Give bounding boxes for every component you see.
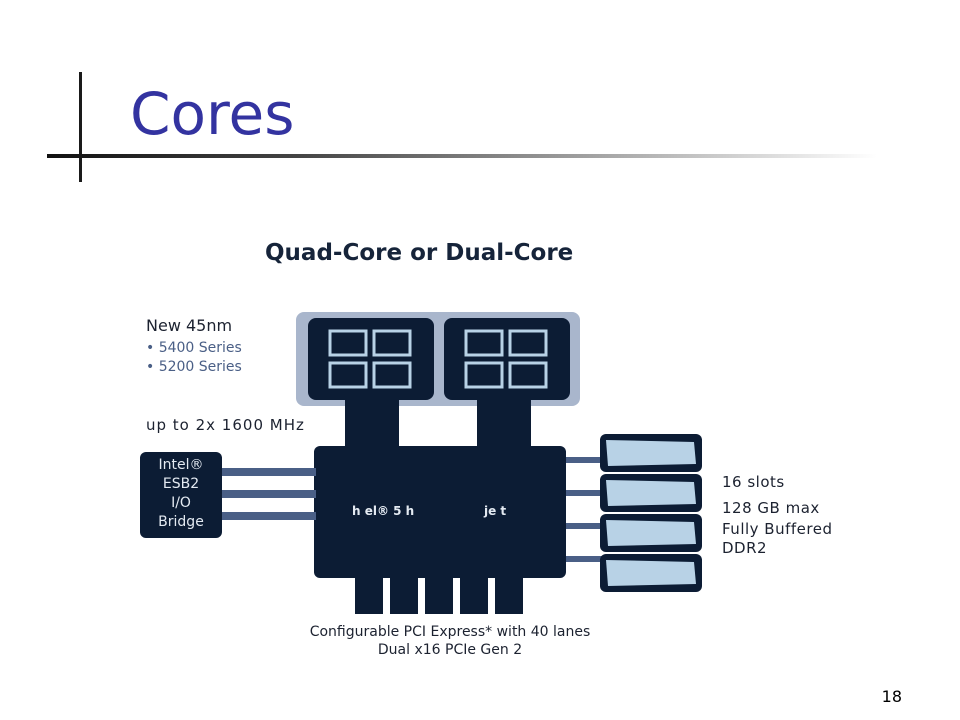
processor-label: New 45nm xyxy=(146,316,233,335)
pci-lane xyxy=(425,578,453,614)
cpu-1 xyxy=(308,318,434,400)
memory-link xyxy=(566,523,602,529)
slide-title: Cores xyxy=(130,80,295,148)
memory-link xyxy=(566,490,602,496)
pci-lane xyxy=(495,578,523,614)
pci-lane xyxy=(355,578,383,614)
memory-link xyxy=(566,556,602,562)
memory-type-label: DDR2 xyxy=(722,539,768,557)
bridge-link xyxy=(222,490,316,498)
fsb-link-1 xyxy=(345,400,399,450)
title-horizontal-rule xyxy=(47,154,877,158)
io-bridge: Intel® ESB2 I/O Bridge xyxy=(140,452,222,538)
core xyxy=(464,329,504,357)
memory-max-label: 128 GB max xyxy=(722,499,820,517)
title-vertical-rule xyxy=(79,72,82,182)
chipset-label-left: h el® 5 h xyxy=(352,504,415,518)
pci-lane xyxy=(460,578,488,614)
io-bridge-line: Bridge xyxy=(158,514,204,530)
cpu-2 xyxy=(444,318,570,400)
pci-lane xyxy=(390,578,418,614)
io-bridge-line: I/O xyxy=(171,495,191,511)
core xyxy=(508,361,548,389)
memory-link xyxy=(566,457,602,463)
memory-type-label: Fully Buffered xyxy=(722,520,833,538)
io-bridge-line: ESB2 xyxy=(162,476,200,492)
memory-slots-label: 16 slots xyxy=(722,473,785,491)
pci-label-line2: Dual x16 PCIe Gen 2 xyxy=(377,642,523,658)
core xyxy=(372,329,412,357)
bridge-link xyxy=(222,512,316,520)
series-item: • 5400 Series xyxy=(146,340,242,356)
diagram-heading: Quad-Core or Dual-Core xyxy=(265,240,574,266)
bridge-link xyxy=(222,468,316,476)
fsb-link-2 xyxy=(477,400,531,450)
pci-label-line1: Configurable PCI Express* with 40 lanes xyxy=(309,624,591,640)
core xyxy=(508,329,548,357)
core xyxy=(372,361,412,389)
core xyxy=(328,329,368,357)
core xyxy=(464,361,504,389)
fsb-label: up to 2x 1600 MHz xyxy=(146,416,305,434)
io-bridge-line: Intel® xyxy=(158,457,204,473)
series-item: • 5200 Series xyxy=(146,359,242,375)
chipset xyxy=(314,446,566,578)
chipset-label-right: je t xyxy=(484,504,507,518)
core xyxy=(328,361,368,389)
page-number: 18 xyxy=(881,687,902,706)
